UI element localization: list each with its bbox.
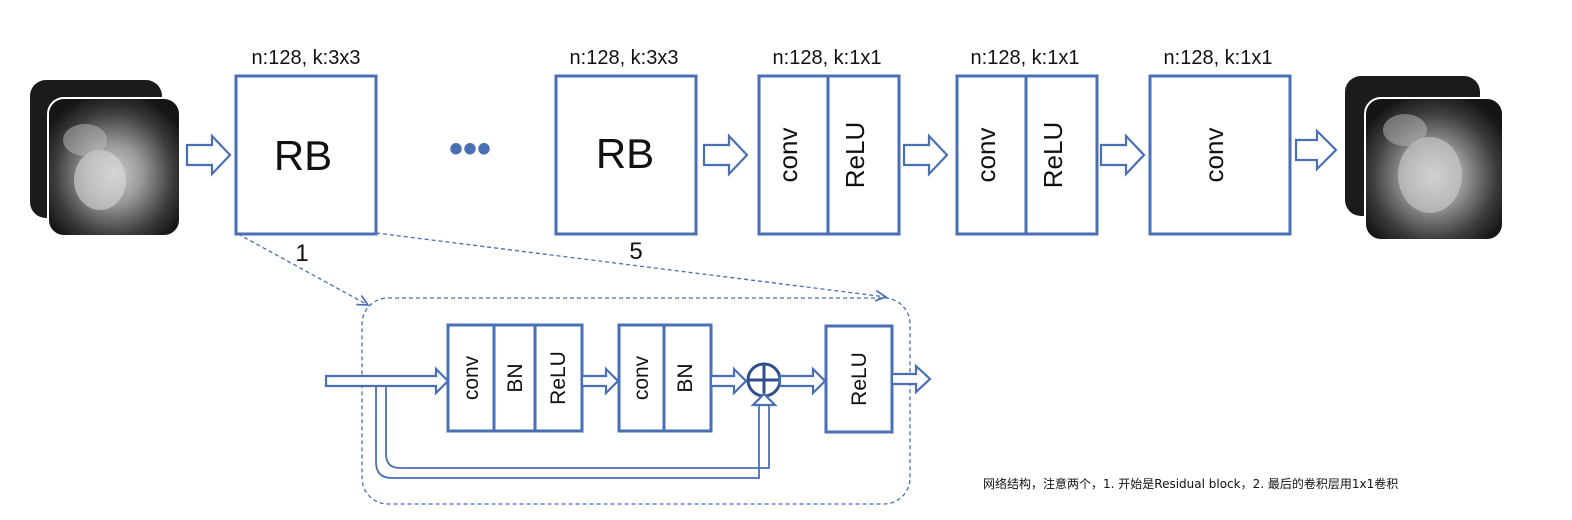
relu-label: ReLU bbox=[1038, 122, 1068, 188]
conv-relu-block-1: n:128, k:1x1 conv ReLU bbox=[757, 47, 901, 236]
residual-block-1: n:128, k:3x3 RB 1 bbox=[234, 47, 378, 267]
input-image-stack bbox=[30, 80, 181, 237]
conv-label: conv bbox=[773, 128, 803, 183]
ellipsis: ••• bbox=[449, 127, 491, 171]
conv-label: conv bbox=[630, 355, 653, 400]
rb5-header: n:128, k:3x3 bbox=[570, 47, 679, 69]
caption-note: 网络结构，注意两个，1. 开始是Residual block，2. 最后的卷积层… bbox=[983, 476, 1398, 491]
relu-label: ReLU bbox=[840, 122, 870, 188]
block2-header: n:128, k:1x1 bbox=[971, 47, 1080, 69]
detail-panel-border bbox=[361, 297, 911, 505]
rb1-header: n:128, k:3x3 bbox=[252, 47, 361, 69]
hollow-arrow-icon bbox=[778, 366, 827, 396]
relu-label: ReLU bbox=[848, 352, 871, 406]
hollow-arrow-icon bbox=[902, 133, 949, 177]
hollow-arrow-icon bbox=[324, 366, 450, 396]
hollow-arrow-icon bbox=[890, 363, 932, 395]
residual-block-detail: conv BN ReLU conv BN ReLU bbox=[324, 297, 932, 505]
hollow-arrow-icon bbox=[580, 366, 620, 396]
conv-label: conv bbox=[1199, 128, 1229, 183]
hollow-arrow-icon bbox=[1099, 133, 1146, 177]
hollow-arrow-icon bbox=[702, 133, 749, 177]
skip-connection bbox=[375, 386, 760, 479]
rb1-index: 1 bbox=[295, 240, 308, 267]
zoom-line-right bbox=[375, 232, 886, 297]
sum-circle-icon bbox=[746, 362, 782, 398]
zoom-line-left bbox=[237, 233, 368, 305]
bn-label: BN bbox=[674, 363, 697, 392]
relu-label: ReLU bbox=[547, 351, 570, 405]
conv-label: conv bbox=[971, 128, 1001, 183]
rb1-label: RB bbox=[274, 132, 332, 179]
conv-block-3: n:128, k:1x1 conv bbox=[1148, 47, 1292, 236]
residual-block-5: n:128, k:3x3 RB 5 bbox=[554, 47, 698, 265]
bn-label: BN bbox=[504, 363, 527, 392]
block3-header: n:128, k:1x1 bbox=[1164, 47, 1273, 69]
output-image-stack bbox=[1345, 76, 1504, 241]
skip-arrow-head bbox=[750, 392, 778, 407]
hollow-arrow-icon bbox=[1294, 128, 1338, 172]
conv-relu-block-2: n:128, k:1x1 conv ReLU bbox=[955, 47, 1099, 236]
hollow-arrow-icon bbox=[185, 133, 232, 177]
block1-header: n:128, k:1x1 bbox=[773, 47, 882, 69]
rb5-label: RB bbox=[596, 130, 654, 177]
hollow-arrow-icon bbox=[709, 366, 748, 396]
rb5-index: 5 bbox=[629, 238, 642, 265]
conv-label: conv bbox=[460, 355, 483, 400]
